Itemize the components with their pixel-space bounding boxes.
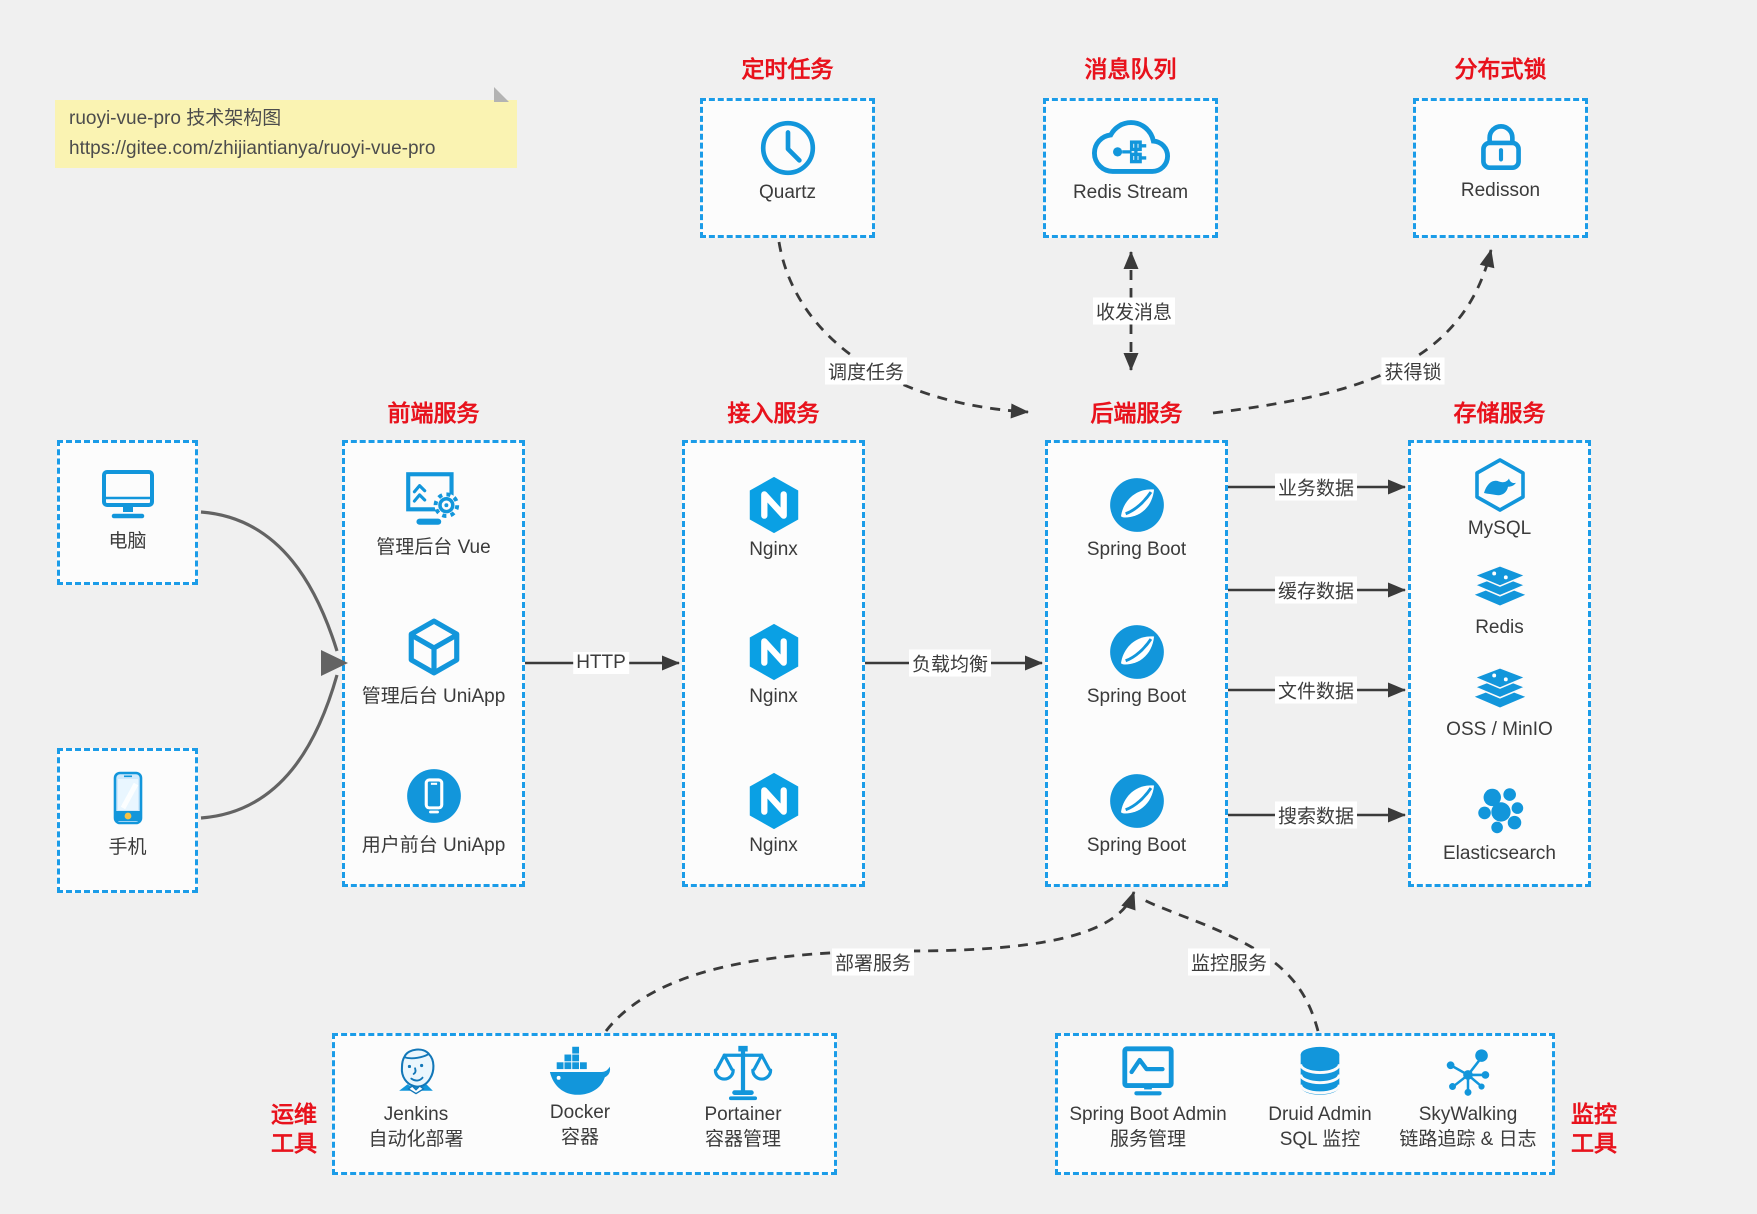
nginx-label: Nginx <box>749 686 798 707</box>
jenkins-item: Jenkins 自动化部署 <box>341 1044 491 1152</box>
nginx-icon <box>749 476 798 534</box>
spring-boot-admin-desc: 服务管理 <box>1109 1129 1186 1150</box>
client-arrows <box>200 510 339 820</box>
box-pc-client: 电脑 <box>57 440 198 585</box>
mysql-icon <box>1474 458 1525 512</box>
edge-label-schedule-task: 调度任务 <box>824 357 908 385</box>
jenkins-icon <box>399 1048 435 1095</box>
column-title-storage: 存储服务 <box>1453 400 1546 426</box>
admin-vue-label: 管理后台 Vue <box>376 537 491 558</box>
druid-admin-icon <box>1299 1046 1341 1095</box>
user-uniapp-label: 用户前台 UniApp <box>361 835 506 856</box>
client-arrowhead <box>321 650 348 676</box>
quartz-label: Quartz <box>758 182 817 203</box>
pc-label: 电脑 <box>108 531 147 552</box>
spring-boot-admin-item: Spring Boot Admin 服务管理 <box>1058 1044 1238 1152</box>
oss-minio-label: OSS / MinIO <box>1446 719 1553 740</box>
sticky-note-fold-icon <box>494 87 509 102</box>
user-app-icon <box>406 769 461 823</box>
docker-icon <box>549 1046 611 1095</box>
admin-uniapp-label: 管理后台 UniApp <box>361 686 506 707</box>
dashed-arrows <box>604 241 1495 1032</box>
monitor-tools-side-label: 监控 工具 <box>1571 1101 1617 1156</box>
group-title-message-queue: 消息队列 <box>1084 56 1177 82</box>
box-monitor-tools: Spring Boot Admin 服务管理 Druid Admin SQL 监… <box>1055 1033 1555 1175</box>
group-title-scheduled-tasks: 定时任务 <box>741 56 834 82</box>
portainer-name: Portainer <box>704 1104 782 1125</box>
box-mobile-client: 手机 <box>57 748 198 893</box>
group-title-distributed-lock: 分布式锁 <box>1454 56 1547 82</box>
druid-admin-desc: SQL 监控 <box>1279 1129 1361 1150</box>
edge-label-search-data: 搜索数据 <box>1274 801 1358 829</box>
edge-label-monitor-service: 监控服务 <box>1187 948 1271 976</box>
lock-icon <box>1480 124 1521 171</box>
box-frontend-services: 管理后台 Vue 管理后台 UniApp 用户前台 UniApp <box>342 440 525 887</box>
smartphone-icon <box>113 771 142 825</box>
edge-label-send-receive-message: 收发消息 <box>1092 297 1176 325</box>
edge-label-cache-data: 缓存数据 <box>1274 576 1358 604</box>
mysql-label: MySQL <box>1467 518 1532 539</box>
box-quartz: Quartz <box>700 98 875 238</box>
edge-label-deploy-service: 部署服务 <box>831 948 915 976</box>
mobile-label: 手机 <box>108 837 147 858</box>
skywalking-name: SkyWalking <box>1418 1104 1518 1125</box>
column-title-backend: 后端服务 <box>1090 400 1183 426</box>
redisson-label: Redisson <box>1460 180 1541 201</box>
elasticsearch-label: Elasticsearch <box>1443 843 1556 864</box>
clock-icon <box>760 120 815 176</box>
note-title: ruoyi-vue-pro 技术架构图 <box>69 108 282 129</box>
spring-boot-admin-icon <box>1122 1046 1174 1096</box>
druid-admin-name: Druid Admin <box>1268 1104 1372 1125</box>
spring-boot-admin-name: Spring Boot Admin <box>1069 1104 1227 1125</box>
spring-boot-label: Spring Boot <box>1086 686 1187 707</box>
box-backend-services: Spring Boot Spring Boot Spring Boot <box>1045 440 1228 887</box>
spring-boot-icon <box>1109 774 1164 828</box>
docker-item: Docker 容器 <box>505 1044 655 1150</box>
nginx-label: Nginx <box>749 835 798 856</box>
nginx-icon <box>749 623 798 681</box>
skywalking-item: SkyWalking 链路追踪 & 日志 <box>1378 1044 1558 1152</box>
box-ops-tools: Jenkins 自动化部署 Docker 容器 <box>332 1033 837 1175</box>
spring-boot-icon <box>1109 625 1164 679</box>
sticky-note: ruoyi-vue-pro 技术架构图 https://gitee.com/zh… <box>55 87 517 168</box>
edge-label-http: HTTP <box>573 652 629 674</box>
desktop-icon <box>101 470 154 519</box>
column-title-gateway: 接入服务 <box>727 400 820 426</box>
box-storage-services: MySQL Redis OSS / MinIO <box>1408 440 1591 887</box>
column-title-frontend: 前端服务 <box>387 400 480 426</box>
jenkins-name: Jenkins <box>383 1104 449 1125</box>
edge-label-business-data: 业务数据 <box>1274 473 1358 501</box>
edge-label-load-balance: 负载均衡 <box>908 649 992 677</box>
druid-admin-item: Druid Admin SQL 监控 <box>1230 1044 1410 1152</box>
edge-label-acquire-lock: 获得锁 <box>1381 357 1445 385</box>
docker-name: Docker <box>549 1102 611 1123</box>
spring-boot-label: Spring Boot <box>1086 539 1187 560</box>
uniapp-cube-icon <box>408 618 459 676</box>
edge-label-file-data: 文件数据 <box>1274 676 1358 704</box>
note-url: https://gitee.com/zhijiantianya/ruoyi-vu… <box>69 138 436 159</box>
elasticsearch-icon <box>1477 788 1523 834</box>
cloud-stream-icon <box>1091 120 1170 174</box>
jenkins-desc: 自动化部署 <box>368 1129 464 1150</box>
box-redis-stream: Redis Stream <box>1043 98 1218 238</box>
spring-boot-label: Spring Boot <box>1086 835 1187 856</box>
box-redisson: Redisson <box>1413 98 1588 238</box>
nginx-icon <box>749 772 798 830</box>
portainer-icon <box>713 1045 773 1101</box>
redis-stream-label: Redis Stream <box>1072 182 1189 203</box>
portainer-item: Portainer 容器管理 <box>668 1044 818 1152</box>
admin-vue-icon <box>405 472 459 525</box>
skywalking-desc: 链路追踪 & 日志 <box>1399 1129 1537 1150</box>
docker-desc: 容器 <box>560 1127 599 1148</box>
redis-icon <box>1472 564 1527 606</box>
redis-label: Redis <box>1475 617 1524 638</box>
skywalking-icon <box>1446 1049 1490 1096</box>
oss-minio-icon <box>1472 666 1527 708</box>
portainer-desc: 容器管理 <box>704 1129 781 1150</box>
ops-tools-side-label: 运维 工具 <box>271 1101 317 1156</box>
box-gateway-services: Nginx Nginx Nginx <box>682 440 865 887</box>
spring-boot-icon <box>1109 478 1164 532</box>
nginx-label: Nginx <box>749 539 798 560</box>
